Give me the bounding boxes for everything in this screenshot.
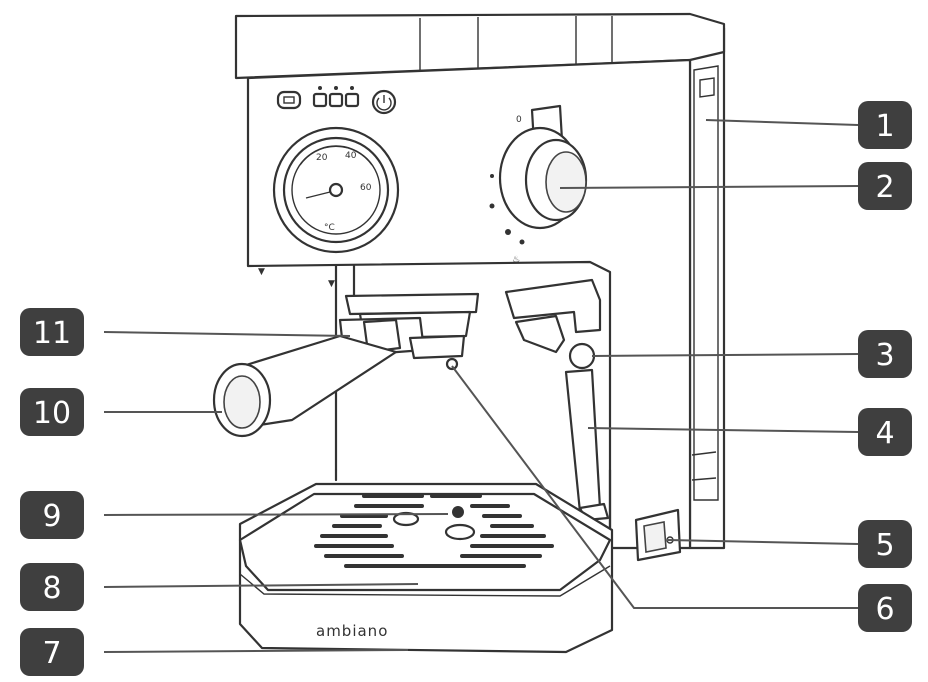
light-2-icon	[328, 92, 344, 108]
brand-label: ambiano	[316, 622, 388, 640]
callout-11: 11	[20, 308, 84, 356]
machine-illustration: 20 40 60 °C 0 ♨ ▼ ▼	[212, 12, 726, 654]
svg-text:▼: ▼	[328, 279, 335, 289]
svg-text:9: 9	[42, 499, 61, 534]
callout-9: 9	[20, 491, 84, 539]
callout-6: 6	[858, 584, 912, 632]
leader-3	[591, 353, 859, 357]
drip-grate	[314, 494, 554, 568]
svg-text:20: 20	[316, 153, 328, 163]
svg-text:2: 2	[875, 170, 894, 205]
svg-text:5: 5	[875, 528, 894, 563]
leader-1	[705, 119, 859, 126]
callout-2: 2	[858, 162, 912, 210]
svg-text:▼: ▼	[258, 267, 265, 277]
leader-11	[103, 331, 351, 337]
light-3-icon	[344, 92, 360, 108]
pressure-gauge: 20 40 60 °C	[272, 126, 400, 254]
leader-9	[103, 513, 449, 516]
callout-3: 3	[858, 330, 912, 378]
callout-1: 1	[858, 101, 912, 149]
indicator-icons	[276, 86, 397, 115]
portafilter	[212, 316, 466, 438]
svg-text:4: 4	[875, 416, 894, 451]
leader-8	[103, 583, 419, 588]
top-lid	[234, 12, 726, 80]
svg-text:7: 7	[42, 636, 61, 671]
leader-2	[559, 185, 859, 189]
svg-text:1: 1	[875, 109, 894, 144]
svg-text:8: 8	[42, 571, 61, 606]
svg-text:10: 10	[33, 396, 71, 431]
callout-badges: 1 2 3 4 5 6 7 8	[20, 101, 912, 676]
svg-text:3: 3	[875, 338, 894, 373]
svg-text:11: 11	[33, 316, 71, 351]
cup-icon	[276, 90, 302, 110]
callout-10: 10	[20, 388, 84, 436]
svg-text:6: 6	[875, 592, 894, 627]
svg-text:°C: °C	[324, 223, 335, 233]
power-switch	[634, 508, 682, 562]
svg-text:40: 40	[345, 151, 357, 161]
callout-4: 4	[858, 408, 912, 456]
svg-text:♨: ♨	[512, 255, 520, 265]
selector-knob: 0 ♨	[489, 104, 588, 265]
leader-4	[587, 427, 859, 433]
steam-wand	[504, 278, 610, 522]
leader-6	[451, 365, 858, 609]
callout-8: 8	[20, 563, 84, 611]
leader-5	[667, 539, 859, 545]
callout-7: 7	[20, 628, 84, 676]
svg-text:0: 0	[516, 115, 522, 125]
light-1-icon	[312, 92, 328, 108]
callout-5: 5	[858, 520, 912, 568]
leader-7	[103, 649, 409, 653]
brew-head	[344, 292, 480, 316]
svg-text:60: 60	[360, 183, 372, 193]
leader-lines	[103, 119, 859, 653]
water-tank	[688, 18, 726, 550]
